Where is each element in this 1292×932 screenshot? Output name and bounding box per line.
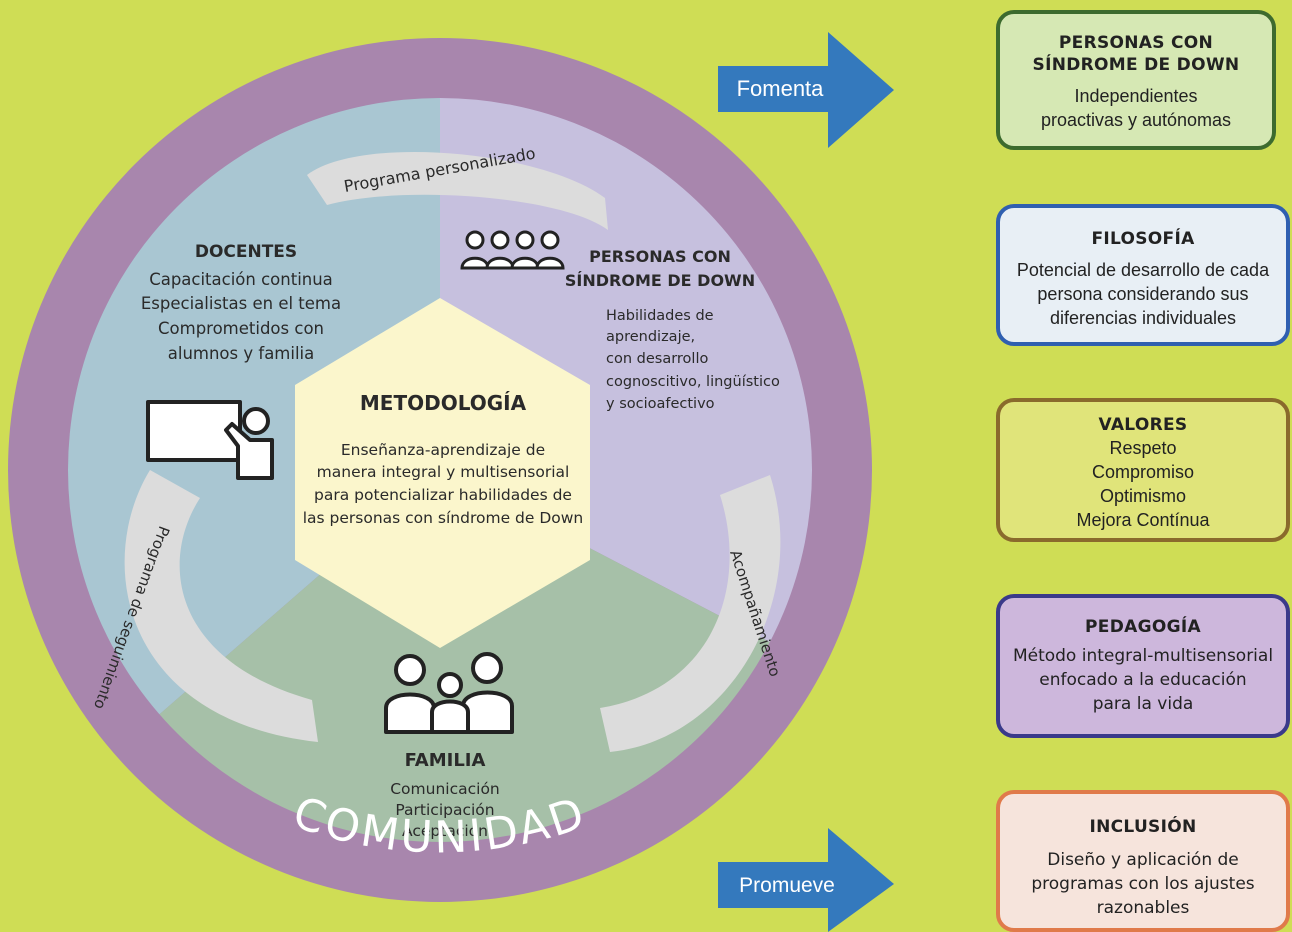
group-people-icon <box>460 230 565 270</box>
familia-line-2: Participación <box>395 801 494 819</box>
panel-valores-line-3: Optimismo <box>1099 486 1186 506</box>
panel-personas-line-1: Independientes <box>1074 86 1198 106</box>
methodology-line-4: las personas con síndrome de Down <box>303 509 584 527</box>
docentes-line-2: Especialistas en el tema <box>141 294 341 313</box>
arc-top <box>307 151 608 230</box>
methodology-line-3: para potencializar habilidades de <box>314 486 572 504</box>
panel-pedagogia-line-3: para la vida <box>1092 694 1194 714</box>
panel-inclusion-line-2: programas con los ajustes <box>1031 874 1255 894</box>
personas-line-4: cognoscitivo, lingüístico <box>606 374 780 390</box>
panel-filosofia-line-3: diferencias individuales <box>1049 308 1237 328</box>
familia-title: FAMILIA <box>405 750 486 771</box>
panel-inclusion-line-3: razonables <box>1096 898 1190 918</box>
personas-line-5: y socioafectivo <box>606 396 715 412</box>
methodology-line-1: Enseñanza-aprendizaje de <box>341 441 545 459</box>
familia-line-1: Comunicación <box>390 780 500 798</box>
docentes-line-1: Capacitación continua <box>149 270 333 289</box>
promueve-label: Promueve <box>739 874 835 897</box>
docentes-line-3: Comprometidos con <box>158 319 324 338</box>
familia-line-3: Aceptación <box>402 822 488 840</box>
panel-pedagogia-line-1: Método integral-multisensorial <box>1012 646 1274 666</box>
personas-title-1: PERSONAS CON <box>589 247 731 266</box>
panel-filosofia: FILOSOFÍA Potencial de desarrollo de cad… <box>996 204 1290 346</box>
panel-inclusion-line-1: Diseño y aplicación de <box>1047 850 1239 870</box>
personas-line-3: con desarrollo <box>606 351 708 367</box>
panel-valores-line-1: Respeto <box>1109 438 1177 458</box>
personas-line-2: aprendizaje, <box>606 329 695 345</box>
docentes-title: DOCENTES <box>195 242 297 262</box>
panel-pedagogia-title: PEDAGOGÍA <box>1085 617 1201 637</box>
panel-valores-title: VALORES <box>1098 415 1188 435</box>
methodology-hexagon <box>295 298 590 648</box>
family-icon <box>384 652 514 734</box>
panel-inclusion-title: INCLUSIÓN <box>1089 817 1197 837</box>
panel-valores-line-2: Compromiso <box>1091 462 1195 482</box>
teacher-board-icon <box>146 400 274 480</box>
panel-valores-line-4: Mejora Contínua <box>1076 510 1210 530</box>
panel-inclusion: INCLUSIÓN Diseño y aplicación de program… <box>996 790 1290 932</box>
panel-personas-title: PERSONAS CON SÍNDROME DE DOWN <box>1032 33 1240 75</box>
panel-valores: VALORES Respeto Compromiso Optimismo Mej… <box>996 398 1290 542</box>
panel-pedagogia-line-2: enfocado a la educación <box>1039 670 1247 690</box>
methodology-title: METODOLOGÍA <box>360 391 527 415</box>
promueve-arrow: Promueve <box>718 828 894 932</box>
panel-personas: PERSONAS CON SÍNDROME DE DOWN Independie… <box>996 10 1276 150</box>
arc-right <box>600 475 781 752</box>
panel-pedagogia: PEDAGOGÍA Método integral-multisensorial… <box>996 594 1290 738</box>
personas-line-1: Habilidades de <box>606 308 714 324</box>
fomenta-arrow: Fomenta <box>718 32 894 148</box>
panel-filosofia-title: FILOSOFÍA <box>1091 229 1195 249</box>
panel-filosofia-line-1: Potencial de desarrollo de cada <box>1016 260 1270 280</box>
personas-title-2: SÍNDROME DE DOWN <box>565 271 755 290</box>
methodology-line-2: manera integral y multisensorial <box>317 463 570 481</box>
fomenta-label: Fomenta <box>737 76 825 101</box>
panel-filosofia-line-2: persona considerando sus <box>1037 284 1249 304</box>
docentes-line-4: alumnos y familia <box>168 344 315 363</box>
panel-personas-line-2: proactivas y autónomas <box>1040 110 1232 130</box>
arc-left <box>124 470 318 742</box>
